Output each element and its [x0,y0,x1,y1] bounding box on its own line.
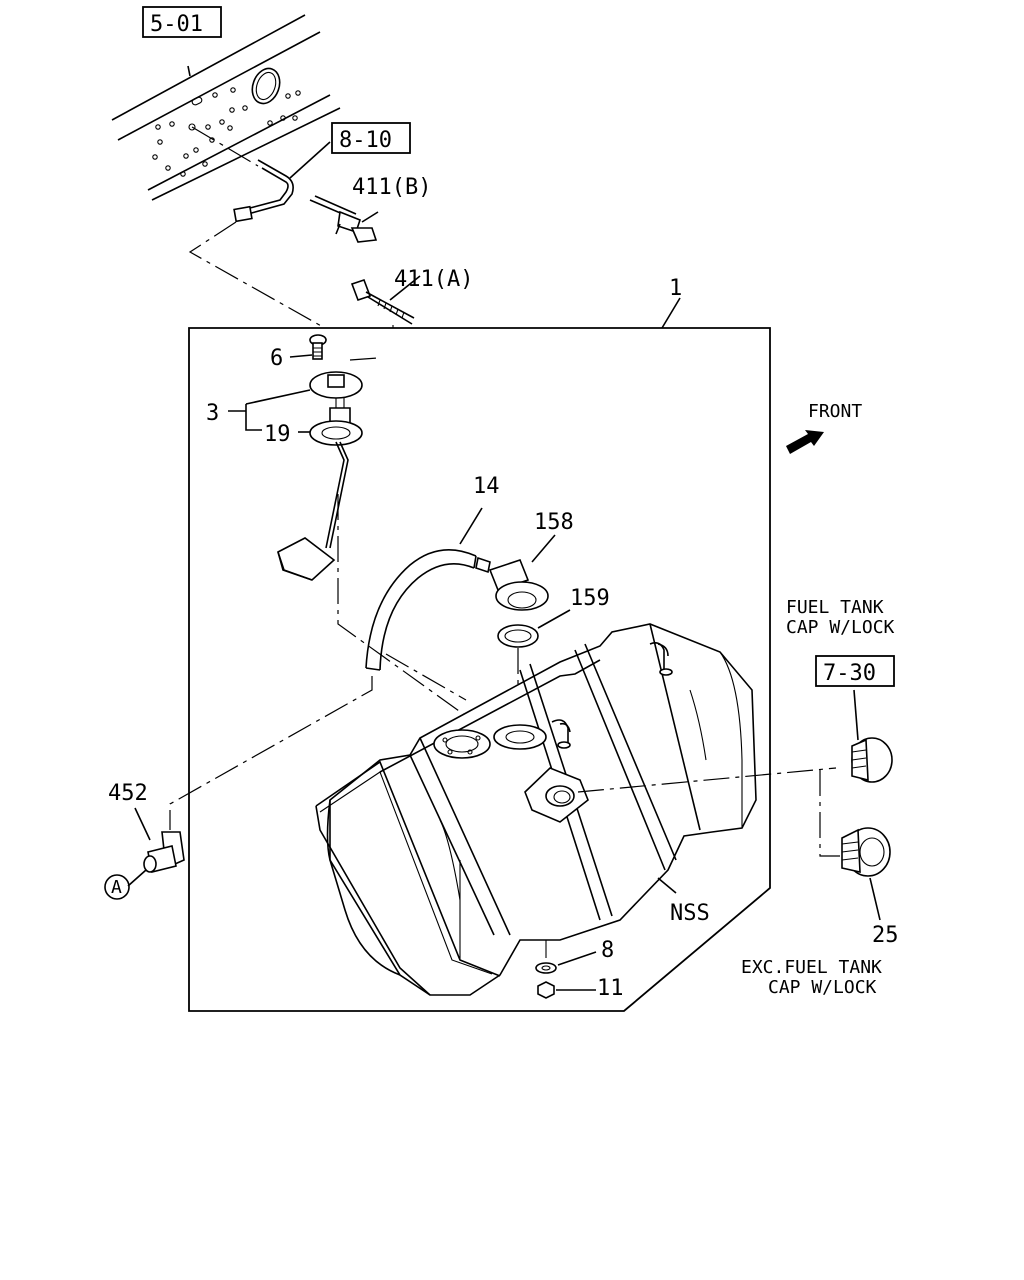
part-label-158: 158 [534,510,574,535]
frame-rail [111,14,341,201]
part-label-19: 19 [264,422,291,447]
washer-8 [535,951,597,974]
part-label-452: 452 [108,781,148,806]
circle-a-label: A [111,877,122,898]
ref-box-7-30 [815,655,895,687]
ref-label-7-30: 7-30 [823,661,876,686]
front-label: FRONT [808,401,862,422]
part-label-411b: 411(B) [352,175,431,200]
ref-label-8-10: 8-10 [339,128,392,153]
part-label-11: 11 [597,976,624,1001]
drain-plug-11 [537,981,596,999]
standard-cap [841,827,891,921]
gasket-159 [497,609,571,700]
lock-cap [851,689,893,783]
wire-harness [188,126,379,359]
part-label-3: 3 [206,401,219,426]
with-lock-note-line1: FUEL TANK [786,597,884,618]
clip-411b [309,195,379,243]
breather-hose [365,507,491,701]
exc-lock-note-line1: EXC.FUEL TANK [741,957,882,978]
circle-a-icon [104,874,130,900]
part-label-14: 14 [473,474,500,499]
ref-label-5-01: 5-01 [150,12,203,37]
screw-6 [289,334,327,360]
vent-valve-158 [488,534,556,611]
part-label-nss: NSS [670,901,710,926]
part-label-8: 8 [601,938,614,963]
front-arrow-icon [786,430,824,454]
ref-box-5-01 [142,6,222,38]
with-lock-note-line2: CAP W/LOCK [786,617,895,638]
part-label-6: 6 [270,346,283,371]
part-label-25: 25 [872,923,899,948]
connector-452 [127,676,373,887]
ref-box-8-10 [331,122,411,154]
part-label-159: 159 [570,586,610,611]
part-label-1: 1 [669,276,682,301]
fuel-tank [315,623,757,996]
fuel-sender-unit [277,371,363,581]
exc-lock-note-line2: CAP W/LOCK [768,977,877,998]
part-label-411a: 411(A) [394,267,473,292]
